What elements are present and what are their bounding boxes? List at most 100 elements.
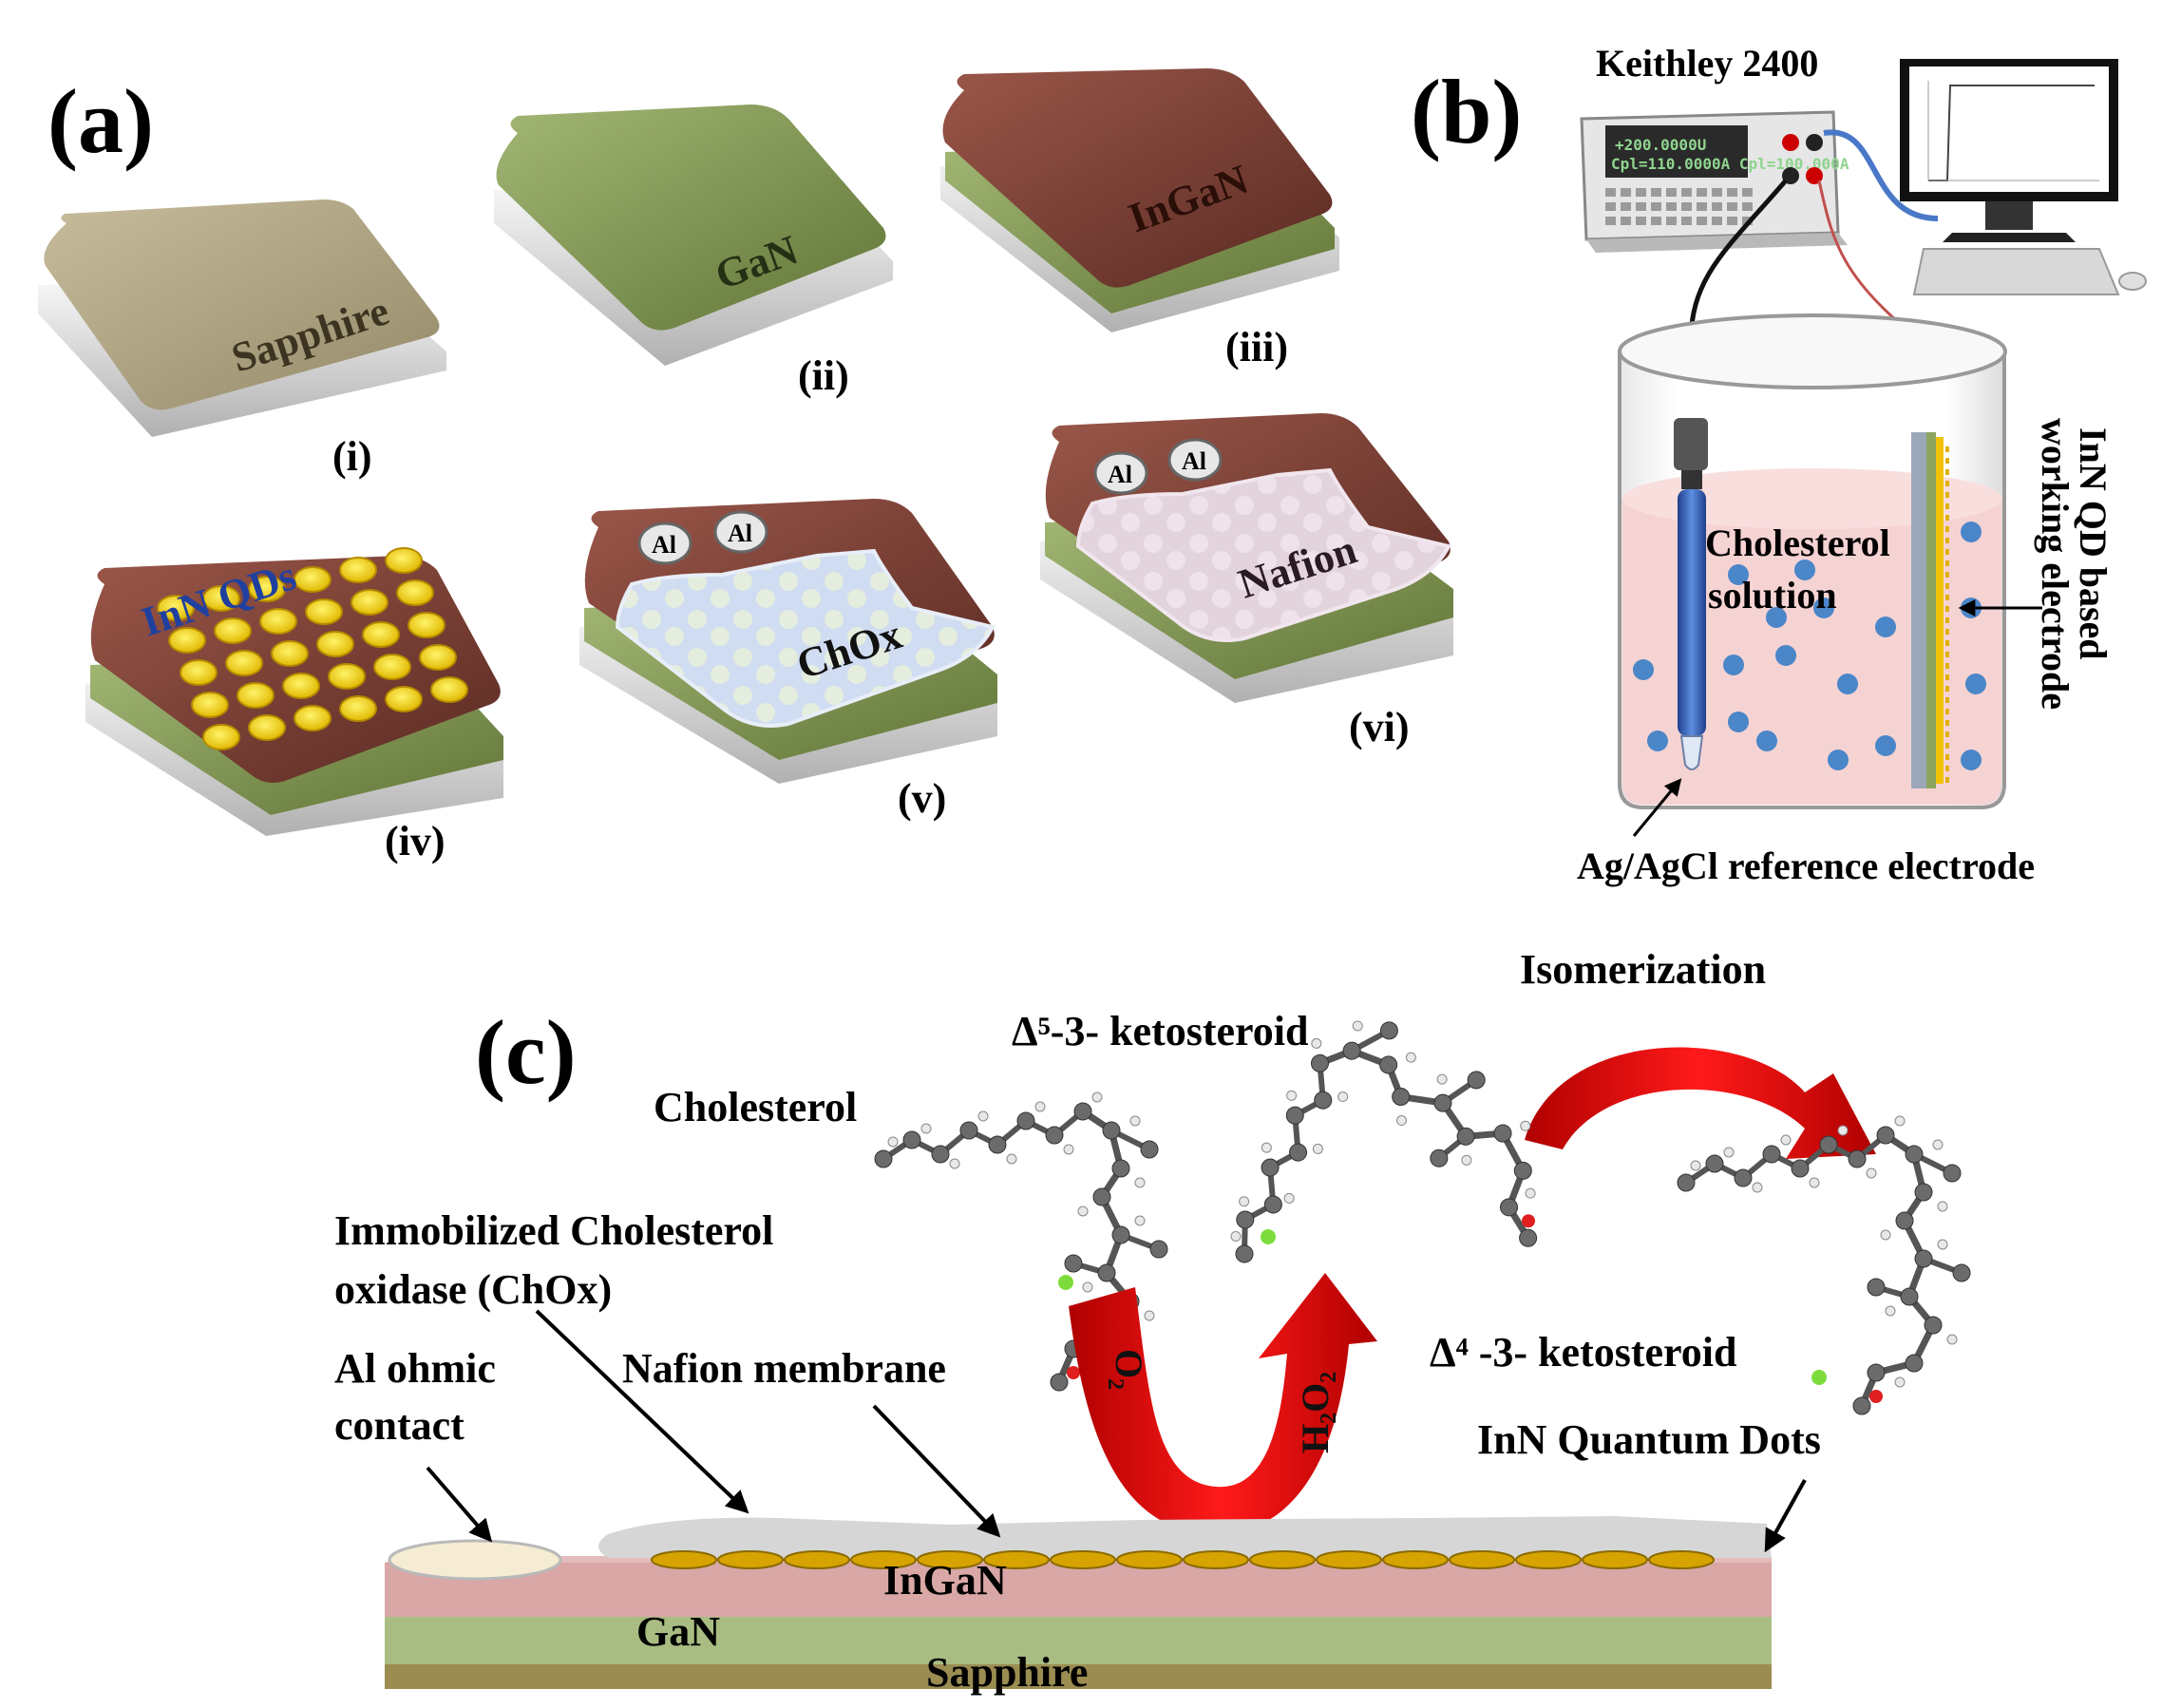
hydrogen-atom — [1937, 1201, 1948, 1212]
carbon-atom — [1289, 1143, 1308, 1162]
cholesterol-molecule-dot — [1875, 617, 1896, 637]
cholesterol-molecule-dot — [1813, 598, 1834, 618]
carbon-atom — [1914, 1249, 1933, 1268]
carbon-atom — [1905, 1354, 1924, 1373]
beaker — [1618, 313, 2007, 809]
hydrogen-atom — [1932, 1139, 1944, 1150]
carbon-atom — [1235, 1244, 1254, 1263]
keypad-button — [1742, 188, 1753, 197]
keypad-button — [1681, 188, 1692, 197]
cholesterol-molecule-dot — [1728, 712, 1749, 732]
chlorine-atom — [1811, 1370, 1827, 1385]
quantum-dot — [362, 621, 400, 648]
carbon-atom — [1867, 1278, 1886, 1297]
quantum-dot — [408, 612, 446, 638]
keypad-button — [1666, 217, 1677, 225]
keypad-button — [1636, 202, 1646, 211]
carbon-atom — [1914, 1183, 1933, 1202]
inn-quantum-dots-label: InN Quantum Dots — [1477, 1416, 1821, 1463]
device-quantum-dot — [1050, 1550, 1116, 1569]
hydrogen-atom — [1239, 1196, 1250, 1207]
device-layer-ingan: InGaN — [883, 1557, 1007, 1604]
carbon-atom — [988, 1135, 1007, 1154]
device-quantum-dot — [1183, 1550, 1249, 1569]
carbon-atom — [1734, 1168, 1753, 1187]
quantum-dot — [385, 547, 423, 574]
isomerization-arrow — [1525, 1047, 1876, 1159]
quantum-dot — [316, 631, 354, 657]
cholesterol-molecule-dot — [1794, 560, 1815, 580]
hydrogen-atom — [887, 1136, 899, 1148]
quantum-dot — [430, 676, 468, 703]
hydrogen-atom — [920, 1123, 932, 1134]
quantum-dot — [191, 692, 229, 718]
instrument-label: Keithley 2400 — [1596, 42, 1818, 85]
device-quantum-dot — [1582, 1550, 1648, 1569]
o2-label: O₂ — [1108, 1349, 1150, 1390]
carbon-atom — [1285, 1106, 1304, 1125]
quantum-dot — [294, 705, 332, 731]
inn-qd-working-electrode — [1911, 432, 1949, 788]
quantum-dot — [180, 659, 218, 686]
carbon-atom — [1073, 1102, 1092, 1121]
keypad-button — [1636, 217, 1646, 225]
al-contact-3: Al — [1093, 451, 1148, 495]
quantum-dot — [248, 714, 286, 741]
oxygen-atom — [1522, 1214, 1536, 1228]
hydrogen-atom — [1352, 1020, 1363, 1032]
keypad-button — [1666, 202, 1677, 211]
hydrogen-atom — [1405, 1052, 1416, 1063]
device-quantum-dot — [1648, 1550, 1715, 1569]
hydrogen-atom — [1337, 1091, 1349, 1103]
keypad-button — [1727, 202, 1737, 211]
wafer-step-iv: InN QDs (iv) — [85, 547, 503, 864]
keypad-button — [1697, 217, 1707, 225]
quantum-dot — [419, 644, 457, 671]
hydrogen-atom — [1312, 1143, 1323, 1154]
cholesterol-molecule-dot — [1728, 564, 1749, 585]
hydrogen-atom — [1286, 1090, 1298, 1101]
delta5-ketosteroid-molecule — [1185, 983, 1597, 1394]
hydrogen-atom — [1077, 1205, 1089, 1217]
hydrogen-atom — [1520, 1120, 1531, 1131]
quantum-dot — [202, 585, 240, 612]
device-quantum-dot — [1382, 1550, 1449, 1569]
cholesterol-molecule-dot — [1961, 750, 1982, 770]
hydrogen-atom — [1885, 1305, 1896, 1317]
keypad-button — [1727, 217, 1737, 225]
hydrogen-atom — [1311, 1037, 1322, 1049]
carbon-atom — [1456, 1127, 1475, 1146]
keypad-button — [1651, 217, 1661, 225]
chox-pointer — [535, 1309, 749, 1514]
carbon-atom — [1467, 1071, 1486, 1090]
computer-monitor — [1900, 59, 2147, 295]
carbon-atom — [931, 1145, 950, 1164]
agagcl-reference-electrode — [1674, 418, 1708, 770]
device-layer-gan: GaN — [636, 1608, 720, 1655]
hydrogen-atom — [1525, 1187, 1536, 1199]
carbon-atom — [1848, 1149, 1867, 1168]
keypad-button — [1712, 202, 1722, 211]
isomerization-label: Isomerization — [1520, 946, 1766, 993]
quantum-dot — [305, 598, 343, 625]
carbon-atom — [1900, 1287, 1919, 1306]
step-numeral-vi: (vi) — [1349, 704, 1410, 750]
carbon-atom — [1519, 1228, 1538, 1247]
hydrogen-atom — [1283, 1192, 1295, 1204]
step-numeral-ii: (ii) — [798, 352, 849, 399]
al-contact-label-line-2: contact — [334, 1402, 465, 1449]
panel-b-label: (b) — [1411, 61, 1522, 162]
panel-c: (c) Isomerization Δ⁵-3- ketosteroid Chol… — [334, 946, 1971, 1696]
quantum-dot — [225, 650, 263, 676]
hydrogen-atom — [1937, 1239, 1948, 1250]
carbon-atom — [1943, 1164, 1962, 1183]
nafion-membrane-label: Nafion membrane — [622, 1345, 946, 1392]
sensor-device-stack: InGaN GaN Sapphire — [385, 1516, 1772, 1696]
carbon-atom — [874, 1149, 893, 1168]
quantum-dot — [237, 682, 275, 709]
hydrogen-atom — [1034, 1101, 1046, 1112]
carbon-atom — [1905, 1145, 1924, 1164]
device-quantum-dot — [850, 1550, 917, 1569]
device-quantum-dot — [651, 1550, 717, 1569]
cholesterol-molecule-dot — [1828, 750, 1849, 770]
